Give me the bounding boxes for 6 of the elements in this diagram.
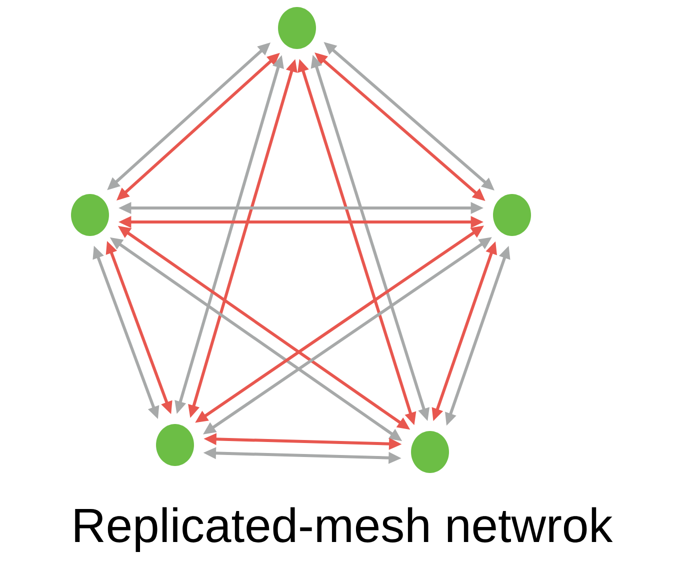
circle-node: [71, 194, 109, 236]
circle-node: [278, 7, 316, 49]
circle-node: [156, 424, 194, 466]
caption: Replicated-mesh netwrok: [75, 507, 613, 552]
circle-node: [493, 194, 531, 236]
circle-node: [411, 431, 449, 473]
